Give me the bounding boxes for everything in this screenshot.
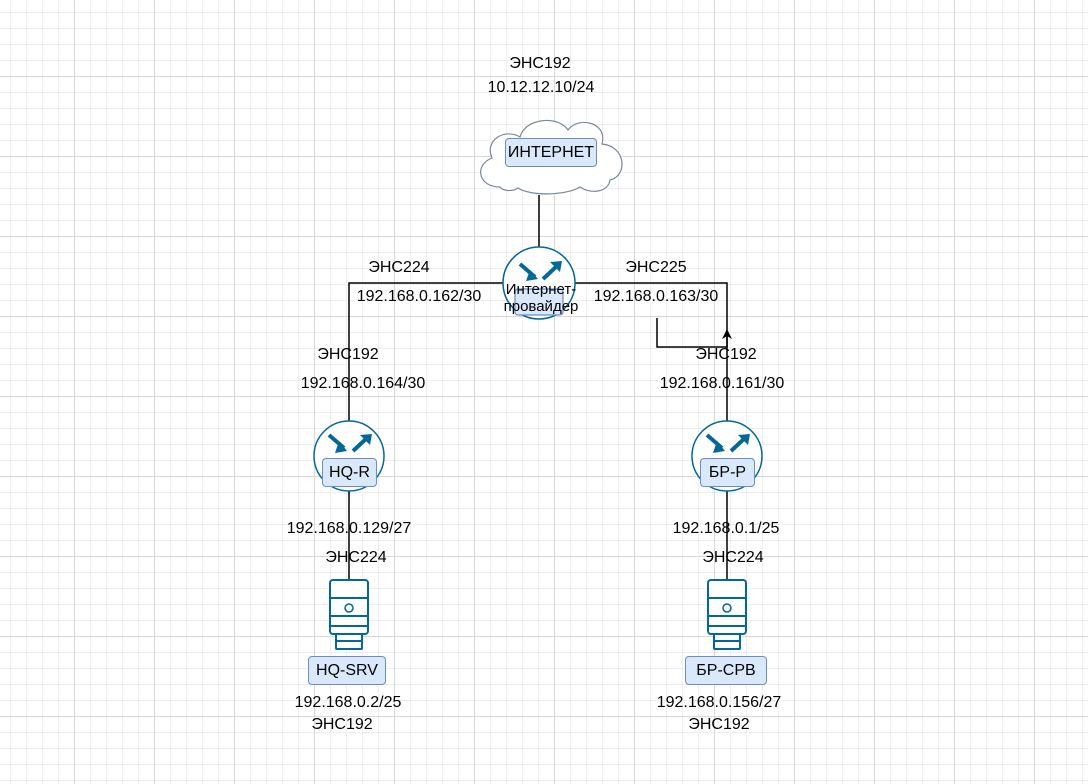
link-isp-hq-router: [348, 282, 503, 422]
hq-router-lan-iface-name: ЭНС224: [325, 549, 387, 566]
connections: [348, 195, 732, 580]
internet-label[interactable]: ИНТЕРНЕТ: [505, 138, 597, 167]
internet-iface-name: ЭНС192: [509, 55, 571, 72]
isp-right-iface-ip: 192.168.0.163/30: [593, 288, 719, 305]
link-isp-br-router: [575, 282, 728, 422]
link-arrow-connector: [656, 318, 732, 348]
isp-right-iface-name: ЭНС225: [625, 259, 687, 276]
hq-router-lan-iface-ip: 192.168.0.129/27: [286, 520, 412, 537]
br-router-lan-iface-ip: 192.168.0.1/25: [672, 520, 780, 537]
hq-server-ip: 192.168.0.2/25: [294, 694, 402, 711]
hq-router-wan-iface-ip: 192.168.0.164/30: [300, 375, 426, 392]
hq-router-label[interactable]: HQ-R: [322, 458, 377, 487]
br-server-icon: [707, 579, 747, 650]
br-router-wan-iface-ip: 192.168.0.161/30: [659, 375, 785, 392]
br-router-lan-iface-name: ЭНС224: [702, 549, 764, 566]
hq-router-wan-iface-name: ЭНС192: [317, 346, 379, 363]
hq-server-iface-name: ЭНС192: [311, 716, 373, 733]
hq-server-icon: [329, 579, 369, 650]
br-router-wan-iface-name: ЭНС192: [695, 346, 757, 363]
br-server-iface-name: ЭНС192: [688, 716, 750, 733]
isp-router-icon: [502, 246, 576, 320]
isp-left-iface-name: ЭНС224: [368, 259, 430, 276]
br-router-label[interactable]: БР-Р: [700, 458, 755, 487]
br-server-ip: 192.168.0.156/27: [656, 694, 782, 711]
hq-server-label[interactable]: HQ-SRV: [308, 656, 386, 685]
br-server-label[interactable]: БР-СРВ: [685, 656, 767, 685]
isp-label[interactable]: Интернет-провайдер: [503, 281, 579, 315]
internet-iface-ip: 10.12.12.10/24: [487, 79, 595, 96]
isp-left-iface-ip: 192.168.0.162/30: [356, 288, 482, 305]
